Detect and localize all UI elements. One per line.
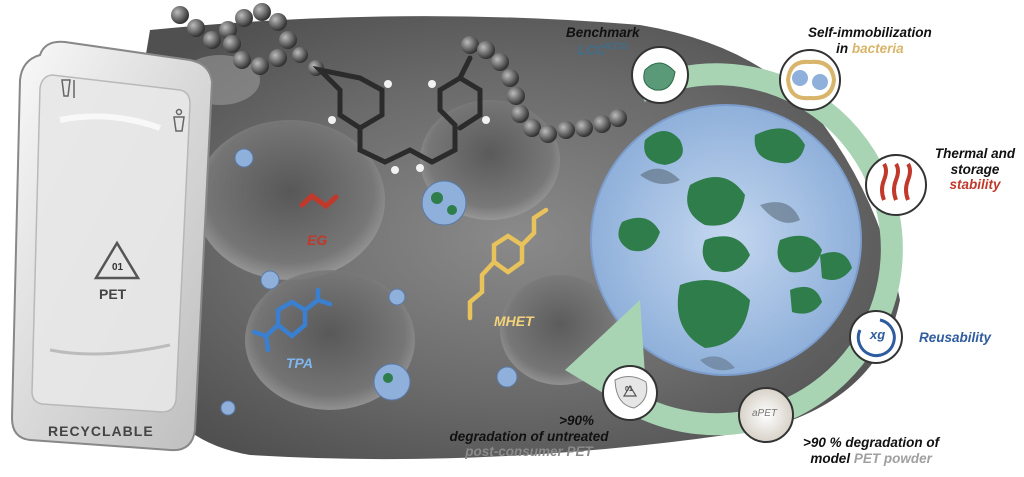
apet-powder-icon [738, 387, 794, 443]
enzyme-carrier-sphere [590, 104, 862, 376]
eg-label: EG [307, 232, 328, 248]
in-text: in [836, 40, 852, 56]
lcc-line: LCCICCG [566, 41, 640, 58]
enzyme-cluster [618, 217, 660, 252]
enzyme-cluster [754, 128, 805, 164]
thermal-line2: storage [950, 161, 1000, 177]
untreated-line3: post-consumer PET [465, 444, 593, 460]
thermal-line1: Thermal and [934, 146, 1016, 161]
recycle-triangle-icon [93, 240, 141, 280]
untreated-pet-degradation-label: >90% degradation of untreated post-consu… [436, 413, 622, 460]
tpa-molecule [251, 287, 333, 353]
enzyme-cluster [820, 251, 852, 281]
small-carrier-spheres [220, 148, 518, 416]
glass-fork-icon [61, 79, 75, 98]
recycle-bin-icon [173, 108, 185, 132]
enzyme-cluster [677, 280, 750, 348]
thermal-stability-label: Thermal and storage stability [928, 146, 1022, 193]
model-line2: model PET powder [803, 451, 939, 467]
container-material-label: PET [99, 286, 127, 302]
iccg-superscript: ICCG [605, 40, 628, 51]
self-immobilization-line2: in bacteria [808, 41, 932, 57]
container-recyclable-label: RECYCLABLE [48, 423, 154, 439]
reusability-label: Reusability [919, 330, 992, 345]
reuse-icon-text: xg [870, 327, 886, 342]
bacteria-text: bacteria [851, 40, 904, 56]
enzyme-cluster [790, 286, 822, 314]
carrier-pore [760, 202, 800, 223]
consumer-icon-code: 01 [625, 386, 633, 393]
carrier-pore [640, 168, 680, 184]
model-line1: >90 % degradation of [803, 435, 940, 450]
tpa-label: TPA [286, 355, 313, 371]
enzyme-cluster [687, 177, 745, 226]
enzyme-cluster [644, 131, 683, 165]
reusability-icon [849, 310, 903, 364]
mhet-label: MHET [494, 313, 534, 329]
thermal-stability-icon [865, 154, 927, 216]
lcc-text: LCC [577, 42, 606, 58]
hydrogen-atoms [328, 80, 490, 174]
enzyme-cluster [702, 236, 750, 273]
carrier-pore [700, 356, 735, 371]
pet-powder-text: PET powder [853, 450, 932, 466]
apet-icon-text: aPET [752, 408, 778, 419]
self-immobilization-label: Self-immobilization in bacteria [808, 25, 932, 56]
untreated-line1: >90% [559, 413, 594, 428]
thermal-line3: stability [949, 177, 1001, 193]
sem-crater [195, 120, 385, 280]
resin-code-label: 01 [112, 262, 124, 273]
polymer-chain [171, 3, 627, 143]
pet-unit-model [312, 55, 483, 165]
pet-container [10, 40, 214, 452]
benchmark-line1: Benchmark [566, 25, 640, 40]
eg-molecule [299, 192, 339, 210]
mhet-molecule [467, 207, 549, 321]
bacteria-icon [779, 49, 841, 111]
benchmark-enzyme-icon [631, 46, 689, 104]
model-text: model [810, 450, 854, 466]
self-immobilization-line1: Self-immobilization [808, 25, 932, 40]
enzyme-cluster [777, 235, 822, 273]
untreated-line2: degradation of untreated [449, 428, 609, 444]
benchmark-label: Benchmark LCCICCG [566, 25, 640, 58]
post-consumer-pet-icon [602, 365, 658, 421]
model-pet-degradation-label: >90 % degradation of model PET powder [803, 435, 939, 466]
